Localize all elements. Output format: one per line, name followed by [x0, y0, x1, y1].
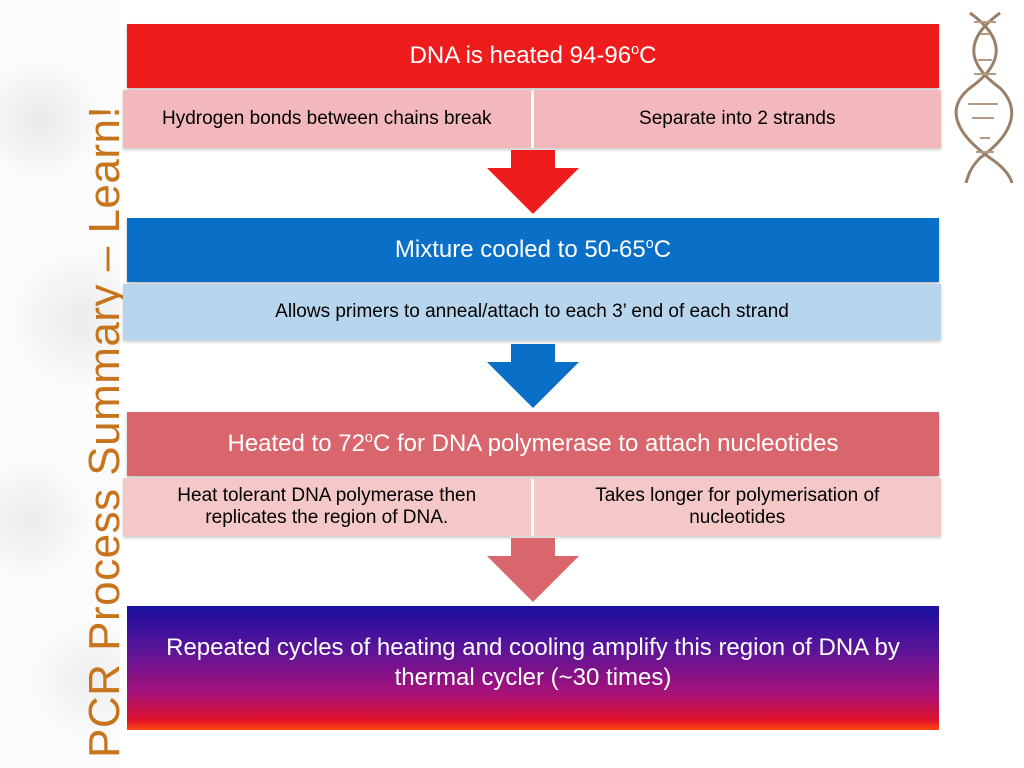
stage-2-header-text: Mixture cooled to 50-65oC — [394, 236, 672, 263]
final-stage-box: Repeated cycles of heating and cooling a… — [127, 606, 939, 730]
stage-1-note-2: Separate into 2 strands — [533, 90, 941, 148]
stage-3-down-arrow — [487, 538, 579, 602]
stage-1-header: DNA is heated 94-96oC — [127, 24, 939, 88]
stage-2-note-1: Allows primers to anneal/attach to each … — [123, 284, 941, 340]
left-background-pattern — [0, 0, 120, 768]
stage-2-notes: Allows primers to anneal/attach to each … — [123, 284, 941, 340]
final-stage-text: Repeated cycles of heating and cooling a… — [166, 634, 900, 691]
dna-helix-icon — [954, 11, 1014, 183]
stage-1-notes: Hydrogen bonds between chains break Sepa… — [123, 90, 941, 148]
stage-1-note-1: Hydrogen bonds between chains break — [123, 90, 531, 148]
stage-3-notes: Heat tolerant DNA polymerase then replic… — [123, 478, 941, 536]
stage-3-header-text: Heated to 72oC for DNA polymerase to att… — [227, 430, 839, 457]
stage-1-header-text: DNA is heated 94-96oC — [409, 42, 657, 69]
stage-1-down-arrow — [487, 150, 579, 214]
stage-3-header: Heated to 72oC for DNA polymerase to att… — [127, 412, 939, 476]
stage-2-header: Mixture cooled to 50-65oC — [127, 218, 939, 282]
slide-title-text: PCR Process Summary – Learn! — [80, 105, 129, 758]
stage-2-down-arrow — [487, 344, 579, 408]
stage-3-note-1: Heat tolerant DNA polymerase then replic… — [123, 478, 531, 536]
stage-3-note-2: Takes longer for polymerisation of nucle… — [533, 478, 941, 536]
